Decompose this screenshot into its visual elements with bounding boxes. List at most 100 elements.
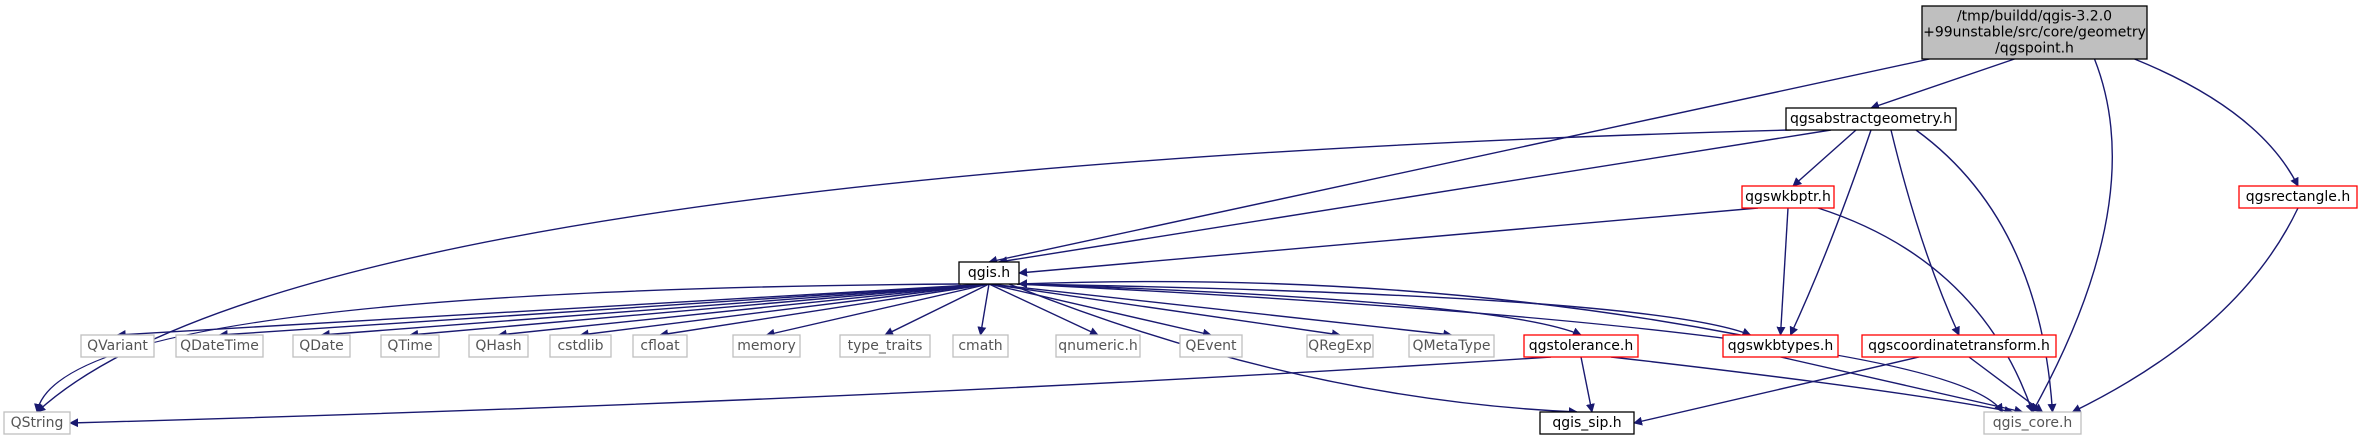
node-box — [1408, 334, 1495, 358]
edge-qgis-to-cfloat — [659, 283, 990, 339]
node-cmath: cmath — [952, 334, 1009, 358]
node-label: qnumeric.h — [1058, 338, 1138, 354]
node-type_traits: type_traits — [839, 334, 931, 358]
node-qgis[interactable]: qgis.h — [958, 261, 1020, 285]
edge-qgis-to-QRegExp — [988, 283, 1341, 339]
node-label: qgsrectangle.h — [2246, 189, 2350, 205]
edge-qgsabstractgeometry-to-qgswkbptr — [1792, 129, 1857, 187]
edge-qgis-to-memory — [765, 283, 990, 338]
node-label: QDate — [299, 338, 343, 354]
edge-qgsabstractgeometry-to-qgis — [998, 129, 1832, 266]
node-box — [380, 334, 440, 358]
edge-qgis-to-QDate — [320, 283, 990, 339]
node-box — [632, 334, 688, 358]
node-box — [1722, 334, 1839, 358]
node-label: cfloat — [640, 338, 680, 354]
edge-qgis-to-QTime — [409, 283, 990, 339]
node-label: QRegExp — [1308, 338, 1372, 354]
node-label: type_traits — [848, 338, 923, 354]
node-box — [1179, 334, 1243, 358]
edges-layer — [34, 58, 2299, 428]
edge-root-to-qgsabstractgeometry — [1870, 58, 2015, 110]
node-qgscoordinatetransform[interactable]: qgscoordinatetransform.h — [1861, 334, 2057, 358]
edge-qgstolerance-to-qgis_sip — [1580, 356, 1595, 413]
node-box — [3, 411, 71, 435]
node-QTime: QTime — [380, 334, 440, 358]
edge-qgis-to-qgstolerance — [1016, 283, 1582, 336]
edge-qgis-to-cmath — [977, 283, 990, 336]
node-QEvent: QEvent — [1179, 334, 1243, 358]
node-label: QEvent — [1185, 338, 1237, 354]
node-label: qgstolerance.h — [1529, 338, 1633, 354]
node-qgswkbtypes[interactable]: qgswkbtypes.h — [1722, 334, 1839, 358]
edge-qgsrectangle-to-qgis_core — [2071, 207, 2299, 413]
node-QVariant: QVariant — [80, 334, 155, 358]
edge-qgsabstractgeometry-to-QString — [36, 129, 1792, 413]
node-label: QString — [11, 415, 64, 431]
node-memory: memory — [732, 334, 801, 358]
node-QMetaType: QMetaType — [1408, 334, 1495, 358]
node-box — [549, 334, 612, 358]
edge-qgsabstractgeometry-to-qgis_core — [1915, 129, 2057, 413]
edge-qgswkbptr-to-qgis — [1018, 207, 1759, 277]
node-box — [1306, 334, 1374, 358]
node-label: qgswkbptr.h — [1745, 189, 1831, 205]
edge-root-to-qgsrectangle — [2134, 58, 2299, 187]
node-box — [80, 334, 155, 358]
edge-qgswkbptr-to-qgis_core — [1817, 207, 2035, 413]
node-label: qgsabstractgeometry.h — [1790, 111, 1952, 127]
edge-qgstolerance-to-QString — [69, 356, 1552, 428]
node-label: qgis_sip.h — [1552, 415, 1621, 431]
edge-qgis-to-QMetaType — [988, 283, 1453, 339]
node-cfloat: cfloat — [632, 334, 688, 358]
node-box — [1055, 334, 1141, 358]
node-box — [958, 261, 1020, 285]
node-QString: QString — [3, 411, 71, 435]
node-box — [1539, 411, 1635, 435]
node-QHash: QHash — [468, 334, 529, 358]
edge-qgis-to-qnumeric — [988, 283, 1099, 336]
edge-qgis-to-QDateTime — [218, 283, 990, 339]
node-label: qgis.h — [968, 265, 1010, 281]
node-box — [1983, 411, 2082, 435]
node-label: +99unstable/src/core/geometry — [1923, 25, 2146, 41]
node-QRegExp: QRegExp — [1306, 334, 1374, 358]
node-qgswkbptr[interactable]: qgswkbptr.h — [1741, 185, 1835, 209]
node-qnumeric: qnumeric.h — [1055, 334, 1141, 358]
node-box — [1921, 5, 2148, 60]
edge-qgis-to-type_traits — [884, 283, 990, 336]
edge-qgsabstractgeometry-to-qgscoordinatetransform — [1890, 129, 1960, 336]
edge-qgswkbtypes-to-qgis_core — [1780, 356, 2024, 415]
node-label: cstdlib — [557, 338, 603, 354]
node-label: /tmp/buildd/qgis-3.2.0 — [1957, 9, 2112, 25]
node-qgsrectangle[interactable]: qgsrectangle.h — [2238, 185, 2358, 209]
edge-qgsabstractgeometry-to-qgswkbtypes — [1789, 129, 1872, 336]
node-qgis_sip[interactable]: qgis_sip.h — [1539, 411, 1635, 435]
node-label: QMetaType — [1413, 338, 1491, 354]
edge-qgis-to-cstdlib — [579, 283, 990, 339]
node-qgsabstractgeometry[interactable]: qgsabstractgeometry.h — [1785, 107, 1957, 131]
node-box — [175, 334, 264, 358]
node-box — [952, 334, 1009, 358]
node-label: memory — [737, 338, 796, 354]
node-box — [1861, 334, 2057, 358]
edge-qgis-to-QHash — [497, 283, 990, 339]
edge-qgis-to-QString — [34, 283, 962, 413]
edge-qgswkbptr-to-qgswkbtypes — [1776, 207, 1789, 336]
node-label: /qgspoint.h — [1995, 41, 2074, 57]
node-label: QVariant — [87, 338, 148, 354]
nodes-layer: /tmp/buildd/qgis-3.2.0+99unstable/src/co… — [3, 5, 2358, 435]
node-QDate: QDate — [292, 334, 351, 358]
node-label: qgis_core.h — [1993, 415, 2073, 431]
node-root[interactable]: /tmp/buildd/qgis-3.2.0+99unstable/src/co… — [1921, 5, 2148, 60]
edge-qgscoordinatetransform-to-qgis_sip — [1633, 356, 1920, 426]
node-box — [2238, 185, 2358, 209]
node-label: QTime — [387, 338, 432, 354]
edge-qgswkbtypes-to-qgis — [1018, 279, 1741, 336]
edge-root-to-qgis — [988, 58, 1930, 265]
node-box — [1785, 107, 1957, 131]
node-qgstolerance[interactable]: qgstolerance.h — [1523, 334, 1639, 358]
node-qgis_core: qgis_core.h — [1983, 411, 2082, 435]
node-label: qgswkbtypes.h — [1728, 338, 1833, 354]
